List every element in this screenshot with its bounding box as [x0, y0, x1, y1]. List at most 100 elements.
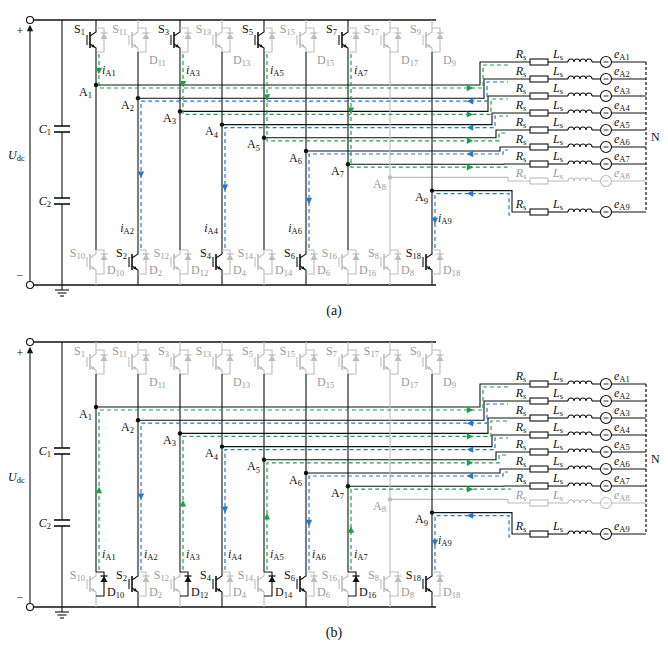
- resistor-symbol: [530, 500, 548, 506]
- circuit-label: D10: [107, 264, 124, 277]
- igbt-symbol: [216, 572, 222, 580]
- circuit-label: S9: [410, 23, 421, 36]
- label-main: e: [614, 64, 619, 78]
- label-main: i: [312, 547, 315, 561]
- diode-symbol: [227, 33, 234, 39]
- diode-symbol: [437, 253, 444, 254]
- igbt-symbol: [431, 20, 432, 28]
- label-main: e: [614, 197, 619, 211]
- circuit-panel: [27, 17, 647, 297]
- label-main: R: [516, 132, 523, 146]
- label-main: e: [614, 420, 619, 434]
- diode-symbol: [185, 254, 192, 260]
- current-path: [309, 150, 508, 248]
- circuit-label: N: [651, 453, 660, 465]
- diode-symbol: [101, 354, 108, 355]
- label-subscript: 1: [88, 90, 92, 100]
- phase-wire: [548, 211, 568, 212]
- circuit-label: Ls: [553, 421, 563, 434]
- igbt-symbol: [221, 274, 222, 285]
- circuit-label: iA2: [120, 222, 134, 235]
- igbt-arrow: [175, 266, 179, 269]
- circuit-label: D9: [443, 376, 456, 389]
- ground-symbol: [58, 292, 67, 293]
- phase-wire: [592, 95, 601, 96]
- label-subscript: A1: [105, 68, 115, 78]
- circuit-label: S8: [368, 569, 379, 582]
- igbt-symbol: [258, 572, 264, 580]
- igbt-gate: [86, 357, 87, 367]
- label-main: S: [280, 344, 287, 358]
- igbt-symbol: [384, 44, 390, 52]
- label-subscript: 13: [242, 380, 251, 390]
- diode-symbol: [143, 253, 150, 254]
- circuit-label: Ls: [553, 99, 563, 112]
- igbt-symbol: [389, 274, 390, 285]
- label-main: i: [438, 533, 441, 547]
- source-sign: [604, 418, 609, 419]
- label-main: L: [553, 115, 560, 129]
- circuit-label: S2: [116, 569, 127, 582]
- label-subscript: 1: [88, 412, 92, 422]
- label-main: A: [373, 499, 382, 513]
- label-subscript: A5: [273, 68, 283, 78]
- igbt-symbol: [300, 44, 306, 52]
- current-path: [267, 455, 508, 570]
- igbt-symbol: [257, 32, 259, 48]
- label-subscript: 13: [242, 58, 251, 68]
- label-main: S: [196, 22, 203, 36]
- phase-wire: [390, 177, 530, 181]
- circuit-label: A4: [205, 447, 218, 460]
- current-path: [309, 472, 508, 570]
- igbt-symbol: [89, 32, 91, 48]
- current-arrow: [467, 420, 473, 426]
- label-main: i: [102, 63, 105, 77]
- phase-leg: [137, 52, 138, 250]
- igbt-arrow: [259, 588, 263, 591]
- circuit-label: Rs: [516, 520, 527, 533]
- label-main: e: [614, 519, 619, 533]
- phase-wire: [306, 147, 530, 151]
- igbt-arrow: [133, 266, 137, 269]
- circuit-label: S1: [74, 23, 85, 36]
- diode-symbol: [227, 354, 234, 355]
- circuit-label: A4: [205, 125, 218, 138]
- circuit-label: S1: [74, 345, 85, 358]
- label-subscript: 17: [371, 349, 380, 359]
- diode-symbol: [227, 254, 234, 260]
- label-subscript: 17: [410, 380, 419, 390]
- source-sign: [604, 435, 609, 436]
- circuit-label: D14: [275, 264, 292, 277]
- current-arrow: [432, 218, 438, 224]
- label-main: C: [39, 516, 47, 530]
- igbt-symbol: [132, 588, 138, 596]
- label-subscript: 16: [329, 573, 338, 583]
- label-main: S: [322, 246, 329, 260]
- circuit-label: D2: [149, 264, 162, 277]
- circuit-label: Rs: [516, 404, 527, 417]
- label-main: D: [317, 375, 326, 389]
- label-main: e: [614, 488, 619, 502]
- igbt-gate: [128, 357, 129, 367]
- diode-symbol: [353, 33, 360, 39]
- resistor-symbol: [530, 93, 548, 99]
- circuit-label: Rs: [516, 489, 527, 502]
- resistor-symbol: [530, 432, 548, 438]
- label-subscript: 7: [340, 491, 344, 501]
- label-subscript: 5: [256, 143, 260, 153]
- igbt-symbol: [90, 350, 96, 358]
- phase-wire: [592, 163, 601, 164]
- label-subscript: 5: [249, 27, 253, 37]
- circuit-label: Rs: [516, 116, 527, 129]
- label-subscript: 11: [119, 349, 127, 359]
- diode-symbol: [395, 32, 402, 33]
- label-main: S: [200, 568, 207, 582]
- diode-symbol: [96, 350, 104, 374]
- label-subscript: 4: [242, 590, 246, 600]
- label-subscript: 2: [123, 573, 127, 583]
- diode-symbol: [269, 253, 276, 254]
- diode-symbol: [264, 350, 272, 374]
- igbt-symbol: [90, 28, 96, 36]
- label-main: e: [614, 81, 619, 95]
- diode-symbol: [432, 28, 440, 52]
